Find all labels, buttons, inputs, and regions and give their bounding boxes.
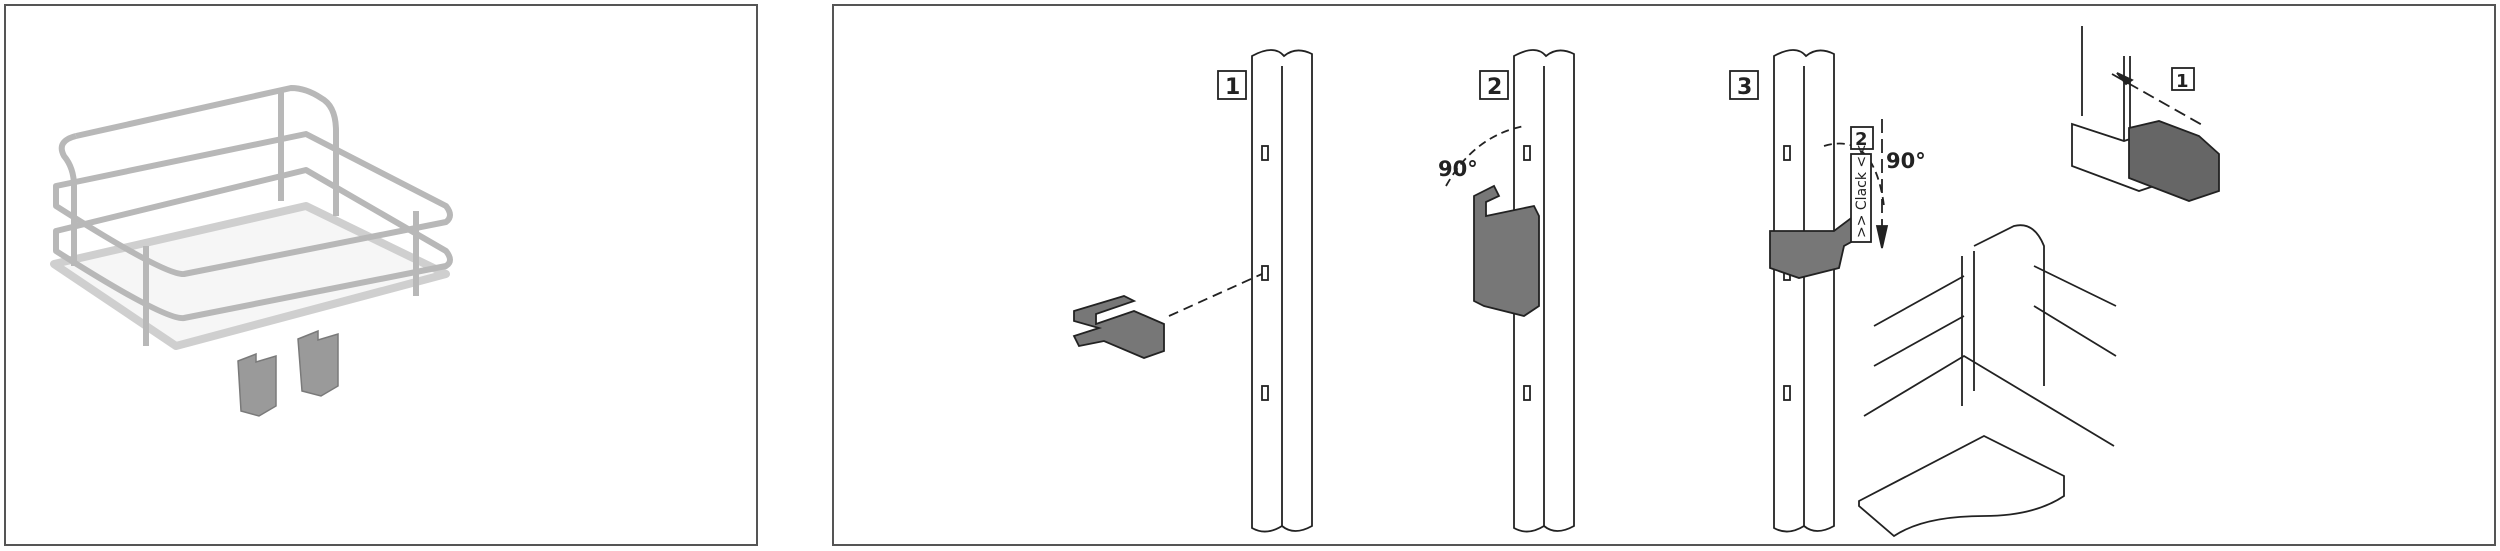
clip-1-icon <box>1072 295 1165 359</box>
step-2-angle: 90° <box>1438 157 1478 181</box>
clip-dark-icon <box>2128 120 2220 202</box>
clip-left-icon <box>237 352 277 417</box>
step-3-label-box <box>1729 70 1759 100</box>
detail-label-1: 1 <box>2176 71 2189 92</box>
clack-text: >> Clack << <box>1854 144 1870 238</box>
step-1-label: 1 <box>1225 75 1240 100</box>
detail-label-2: 2 <box>1855 129 1868 150</box>
clip-2-icon <box>1473 184 1540 317</box>
step-2: 2 90° <box>1438 49 1575 533</box>
step-3-angle: 90° <box>1886 149 1926 173</box>
step-1: 1 <box>1072 49 1313 533</box>
instructions-panel: 1 2 90° 3 <box>832 4 2496 546</box>
step-3-label: 3 <box>1737 75 1752 100</box>
step-2-label-box <box>1479 70 1509 100</box>
step-2-label: 2 <box>1487 75 1502 100</box>
step-3: 3 90° <box>1729 49 1926 533</box>
basket-illustration <box>50 85 453 417</box>
step-1-label-box <box>1217 70 1247 100</box>
product-photo-panel <box>4 4 758 546</box>
assembly-diagram: 1 2 90° 3 <box>1072 26 2220 538</box>
detail-label-1-box <box>2171 67 2195 91</box>
basket-frame <box>50 85 453 350</box>
clip-right-icon <box>297 329 339 397</box>
tray-corner <box>1858 434 2065 538</box>
detail-view: 1 2 >> Clack << <box>1850 26 2220 538</box>
clip-pair <box>237 329 339 417</box>
clack-box <box>1850 153 1872 243</box>
detail-label-2-box <box>1850 126 1874 150</box>
